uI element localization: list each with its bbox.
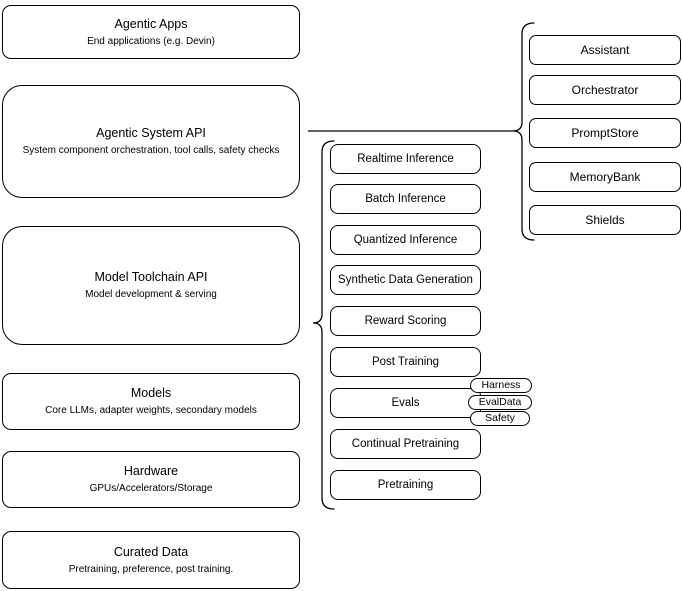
node-promptstore: PromptStore <box>529 118 681 148</box>
node-realtime-inference: Realtime Inference <box>330 144 481 174</box>
node-title: Curated Data <box>113 544 189 559</box>
node-title: Models <box>130 386 172 400</box>
node-post-training: Post Training <box>330 347 481 377</box>
node-batch-inference: Batch Inference <box>330 184 481 214</box>
node-models: Models Core LLMs, adapter weights, secon… <box>2 373 300 430</box>
node-subtitle: Core LLMs, adapter weights, secondary mo… <box>45 405 257 416</box>
node-assistant: Assistant <box>529 35 681 65</box>
node-orchestrator: Orchestrator <box>529 75 681 105</box>
tag-evaldata: EvalData <box>468 395 532 410</box>
node-curated-data: Curated Data Pretraining, preference, po… <box>2 531 300 589</box>
node-shields: Shields <box>529 205 681 235</box>
tag-harness: Harness <box>470 378 532 393</box>
node-reward-scoring: Reward Scoring <box>330 306 481 336</box>
node-subtitle: GPUs/Accelerators/Storage <box>89 483 213 494</box>
node-agentic-apps: Agentic Apps End applications (e.g. Devi… <box>2 5 300 59</box>
node-subtitle: System component orchestration, tool cal… <box>22 145 280 156</box>
node-agentic-system-api: Agentic System API System component orch… <box>2 85 300 198</box>
node-pretraining: Pretraining <box>330 470 481 500</box>
node-hardware: Hardware GPUs/Accelerators/Storage <box>2 451 300 508</box>
toolchain-bracket <box>312 140 335 510</box>
node-title: Agentic Apps <box>114 16 188 31</box>
node-title: Agentic System API <box>96 126 206 140</box>
node-title: Hardware <box>123 464 179 478</box>
node-memorybank: MemoryBank <box>529 162 681 192</box>
node-evals: Evals <box>330 388 481 418</box>
tag-safety: Safety <box>470 411 530 426</box>
node-model-toolchain-api: Model Toolchain API Model development & … <box>2 226 300 345</box>
node-synthetic-data-generation: Synthetic Data Generation <box>330 265 481 295</box>
system-bracket <box>512 22 535 241</box>
node-subtitle: Pretraining, preference, post training. <box>68 563 234 575</box>
node-title: Model Toolchain API <box>94 270 208 284</box>
node-quantized-inference: Quantized Inference <box>330 225 481 255</box>
node-subtitle: Model development & serving <box>85 289 217 300</box>
node-subtitle: End applications (e.g. Devin) <box>87 35 215 47</box>
node-continual-pretraining: Continual Pretraining <box>330 429 481 459</box>
